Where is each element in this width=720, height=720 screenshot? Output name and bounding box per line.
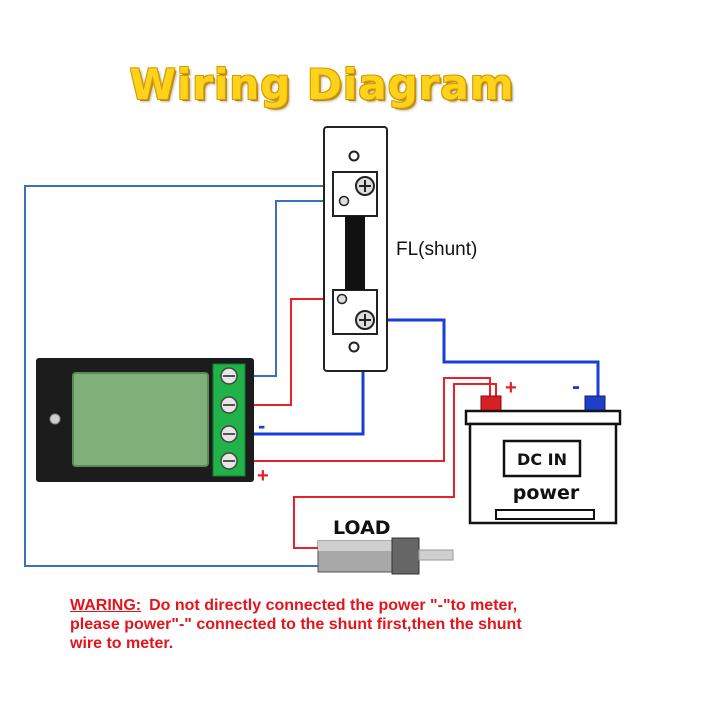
battery-negative-terminal-icon	[584, 395, 606, 411]
battery-power-label: power	[513, 482, 580, 504]
battery-minus-sign: -	[572, 373, 580, 400]
panel-meter	[36, 358, 254, 482]
warning-line-2: please power"-" connected to the shunt f…	[70, 616, 522, 633]
meter-mount-hole-icon	[49, 413, 61, 425]
battery	[464, 395, 622, 525]
load-device	[317, 537, 454, 575]
terminal-screw-2-icon	[220, 396, 238, 414]
sense-wire-shunt-bottom	[252, 298, 342, 406]
battery-dc-in-label: DC IN	[517, 450, 567, 469]
signal-wire-shunt-sense	[252, 200, 344, 377]
terminal-screw-4-icon	[220, 452, 238, 470]
shunt-top-screw-icon	[355, 176, 375, 196]
meter-plus-sign: +	[257, 465, 269, 487]
warning-line-1: Do not directly connected the power "-"t…	[149, 597, 518, 614]
positive-wire-load	[293, 383, 497, 549]
meter-display-screen	[72, 372, 209, 467]
meter-minus-sign: -	[258, 413, 265, 438]
warning-lead: WARING:	[70, 597, 142, 614]
load-label: LOAD	[333, 517, 391, 539]
warning-note: WARING: Do not directly connected the pow…	[70, 596, 670, 653]
diagram-title: Wiring Diagram	[129, 60, 515, 109]
battery-positive-terminal-icon	[480, 395, 502, 411]
negative-wire-battery	[365, 318, 600, 396]
shunt-top-sense-screw-icon	[338, 195, 350, 207]
signal-wire-load	[24, 185, 345, 567]
shunt-label: FL(shunt)	[396, 239, 477, 260]
terminal-screw-3-icon	[220, 425, 238, 443]
terminal-screw-1-icon	[220, 367, 238, 385]
shunt	[323, 126, 388, 372]
battery-plus-sign: +	[505, 377, 517, 399]
shunt-bottom-screw-icon	[355, 310, 375, 330]
shunt-bottom-sense-screw-icon	[336, 293, 348, 305]
warning-line-3: wire to meter.	[70, 635, 174, 652]
